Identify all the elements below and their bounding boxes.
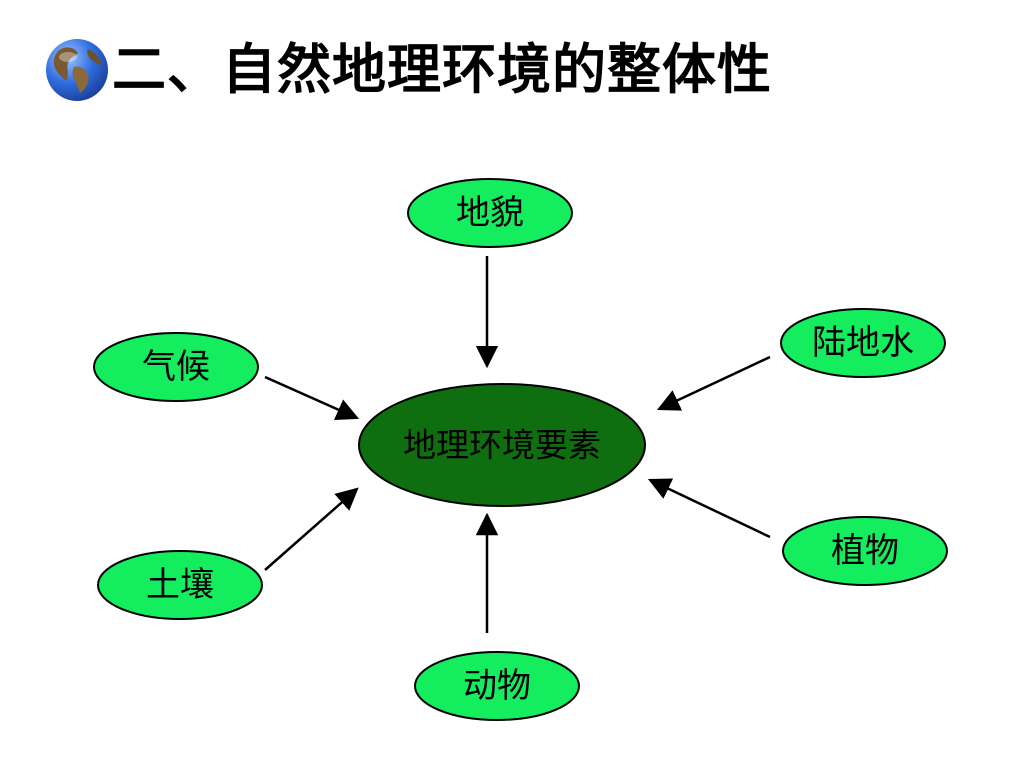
node-landform-label: 地貌 <box>456 193 524 233</box>
node-landform: 地貌 <box>407 178 573 248</box>
node-center-label: 地理环境要素 <box>403 426 601 465</box>
node-center: 地理环境要素 <box>358 383 646 507</box>
node-animals-shape <box>414 651 580 721</box>
node-plants-label: 植物 <box>831 531 899 571</box>
node-land-water: 陆地水 <box>780 308 946 378</box>
node-land-water-label: 陆地水 <box>812 323 914 363</box>
arrows <box>264 256 771 633</box>
node-soil-label: 土壤 <box>146 565 214 605</box>
node-plants-shape <box>782 516 948 586</box>
node-land-water-shape <box>780 308 946 378</box>
node-climate-shape <box>93 332 259 402</box>
node-climate: 气候 <box>93 332 259 402</box>
page-title: 二、自然地理环境的整体性 <box>112 38 772 101</box>
node-climate-label: 气候 <box>142 347 210 387</box>
node-animals-label: 动物 <box>463 666 531 706</box>
arrow-land-water-to-center <box>656 355 771 411</box>
node-landform-shape <box>407 178 573 248</box>
node-plants: 植物 <box>782 516 948 586</box>
node-center-shape <box>358 383 646 507</box>
node-soil: 土壤 <box>97 550 263 620</box>
globe-icon <box>46 39 108 101</box>
node-soil-shape <box>97 550 263 620</box>
arrow-soil-to-center <box>264 487 359 571</box>
title-row: 二、自然地理环境的整体性 <box>44 30 772 110</box>
arrow-climate-to-center <box>264 375 360 421</box>
arrow-plants-to-center <box>647 478 771 539</box>
node-animals: 动物 <box>414 651 580 721</box>
